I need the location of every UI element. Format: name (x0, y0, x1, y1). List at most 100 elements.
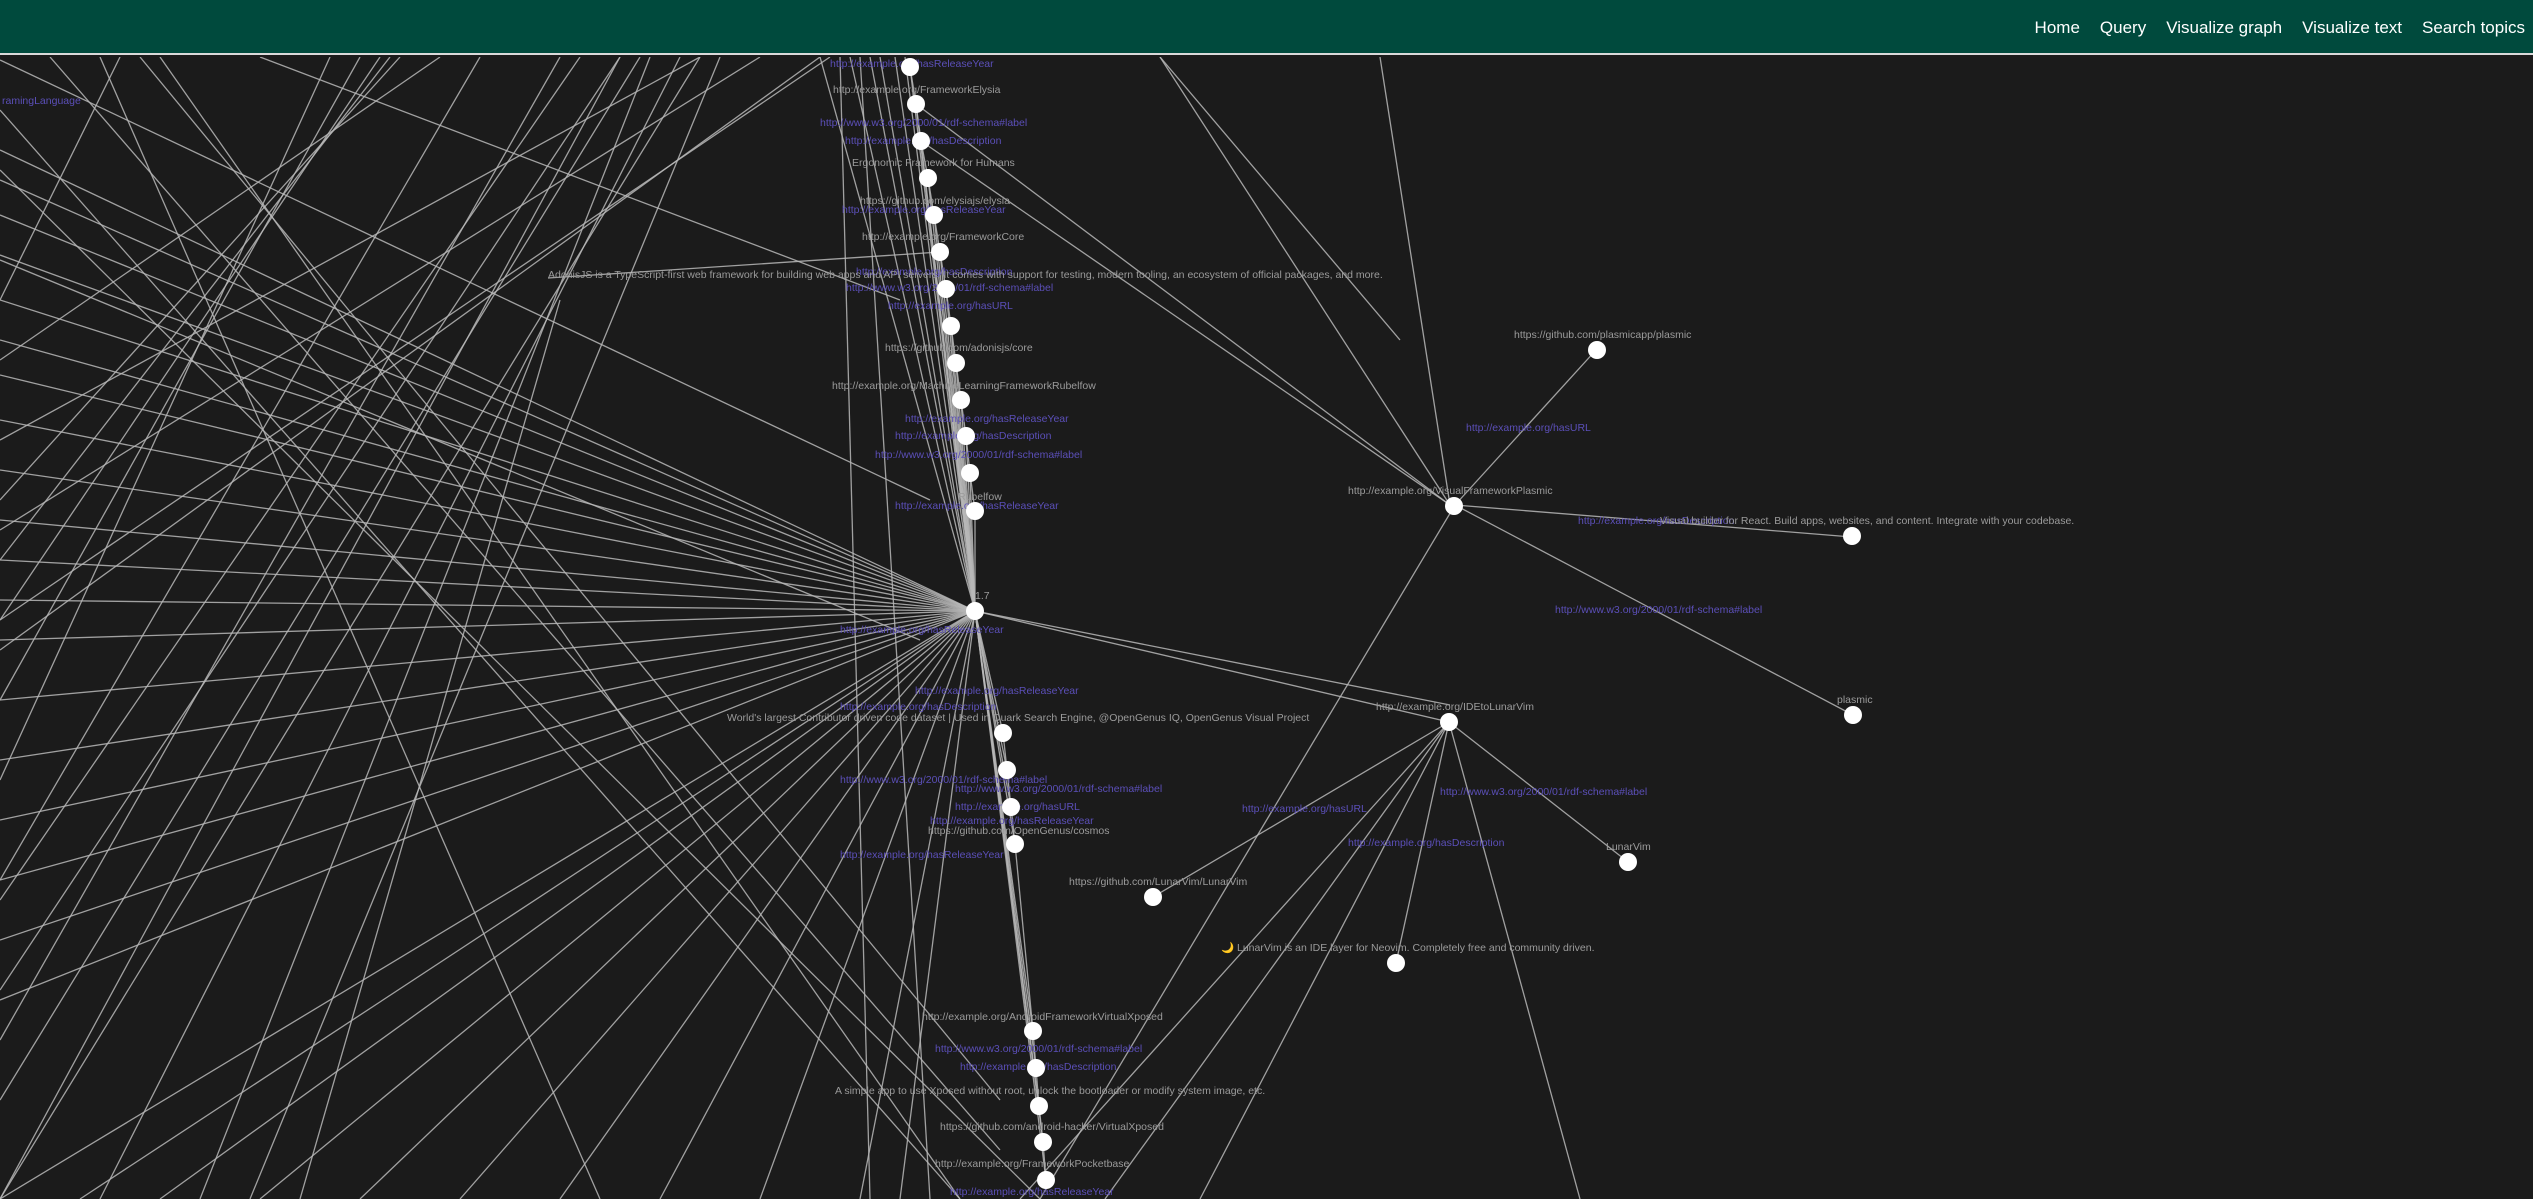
graph-edge (1159, 57, 1401, 341)
graph-node[interactable] (966, 602, 984, 620)
graph-node[interactable] (919, 169, 937, 187)
graph-edge (0, 299, 976, 612)
graph-edge (0, 610, 976, 1199)
graph-node[interactable] (1844, 706, 1862, 724)
node-label: https://github.com/LunarVim/LunarVim (1069, 876, 1247, 888)
edge-label: http://www.w3.org/2000/01/rdf-schema#lab… (1555, 604, 1762, 616)
graph-node[interactable] (952, 391, 970, 409)
graph-node[interactable] (1030, 1097, 1048, 1115)
graph-node[interactable] (1440, 713, 1458, 731)
graph-edge (894, 57, 976, 612)
graph-node[interactable] (1002, 798, 1020, 816)
graph-node[interactable] (1027, 1059, 1045, 1077)
nav-menu: Home Query Visualize graph Visualize tex… (2035, 0, 2533, 55)
graph-edge (859, 57, 931, 1199)
graph-node[interactable] (1034, 1133, 1052, 1151)
graph-edge (0, 259, 921, 641)
graph-node[interactable] (947, 354, 965, 372)
graph-node[interactable] (925, 206, 943, 224)
graph-node[interactable] (998, 761, 1016, 779)
node-label: LunarVim (1606, 841, 1651, 853)
graph-edge (139, 57, 1001, 1101)
graph-edge (49, 57, 1001, 1151)
graph-edge (0, 214, 976, 612)
graph-node[interactable] (1024, 1022, 1042, 1040)
graph-edge (0, 519, 976, 612)
graph-edge (159, 610, 976, 1199)
graph-edge (0, 254, 976, 612)
graph-edge (0, 57, 121, 301)
graph-node[interactable] (937, 280, 955, 298)
graph-edge (0, 57, 391, 561)
graph-edge (0, 610, 976, 1001)
graph-edge (0, 57, 621, 1199)
graph-node[interactable] (912, 132, 930, 150)
graph-node[interactable] (1619, 853, 1637, 871)
graph-edge (0, 610, 976, 941)
graph-node[interactable] (1037, 1171, 1055, 1189)
edge-label: http://example.org/hasURL (1242, 803, 1367, 815)
graph-edge (159, 57, 961, 1199)
graph-edge (0, 610, 976, 641)
node-label: http://example.org/FrameworkCore (862, 231, 1024, 243)
graph-node[interactable] (1445, 497, 1463, 515)
graph-edge (839, 57, 871, 1199)
graph-node[interactable] (961, 464, 979, 482)
graph-node[interactable] (994, 724, 1012, 742)
graph-edge (1448, 721, 1581, 1199)
graph-edge (0, 57, 831, 621)
graph-edge (0, 419, 976, 612)
graph-edges (0, 57, 1854, 1199)
graph-node[interactable] (1144, 888, 1162, 906)
graph-edge (99, 57, 601, 1199)
graph-edge (249, 57, 721, 1199)
nav-search-topics-link[interactable]: Search topics (2422, 17, 2525, 37)
graph-edge (1454, 504, 1853, 538)
graph-node[interactable] (1843, 527, 1861, 545)
graph-edge (299, 299, 561, 1199)
graph-node[interactable] (901, 58, 919, 76)
node-label: ramingLanguage (2, 95, 81, 107)
graph-edge (0, 610, 976, 701)
graph-node[interactable] (1588, 341, 1606, 359)
graph-edge (0, 179, 976, 612)
nav-visualize-graph-link[interactable]: Visualize graph (2166, 17, 2283, 37)
edge-label: http://example.org/hasReleaseYear (905, 413, 1069, 425)
nav-home-link[interactable]: Home (2034, 17, 2080, 37)
graph-nodes (901, 58, 1862, 1189)
nav-visualize-text-link[interactable]: Visualize text (2302, 17, 2402, 37)
graph-edge (0, 610, 976, 881)
edge-label: http://www.w3.org/2000/01/rdf-schema#lab… (935, 1043, 1142, 1055)
edge-label: http://example.org/hasReleaseYear (915, 685, 1079, 697)
graph-node[interactable] (1387, 954, 1405, 972)
node-label: https://github.com/adonisjs/core (885, 342, 1033, 354)
graph-edge (0, 169, 1041, 1199)
graph-node[interactable] (942, 317, 960, 335)
edge-label: http://www.w3.org/2000/01/rdf-schema#lab… (1440, 786, 1647, 798)
graph-edge (1395, 721, 1450, 964)
graph-node[interactable] (1006, 835, 1024, 853)
graph-node[interactable] (957, 427, 975, 445)
graph-node[interactable] (931, 243, 949, 261)
edge-label: http://www.w3.org/2000/01/rdf-schema#lab… (955, 783, 1162, 795)
node-label: https://github.com/android-hacker/Virtua… (940, 1121, 1164, 1133)
graph-edge (0, 57, 561, 1041)
node-label: 1.7 (975, 590, 990, 602)
edge-label: http://example.org/hasReleaseYear (930, 815, 1094, 827)
nav-query-link[interactable]: Query (2099, 17, 2147, 37)
node-label: Visual builder for React. Build apps, we… (1660, 515, 2074, 527)
edge-label: http://example.org/hasURL (888, 300, 1013, 312)
node-label: AdonisJS is a TypeScript-first web frame… (548, 269, 1383, 281)
node-label: Rubelfow (958, 491, 1002, 503)
graph-edge (199, 57, 651, 1199)
knowledge-graph-canvas[interactable]: http://example.org/hasReleaseYear http:/… (0, 57, 2533, 1199)
edge-label: http://www.w3.org/2000/01/rdf-schema#lab… (875, 449, 1082, 461)
graph-node[interactable] (966, 502, 984, 520)
edge-label: http://example.org/hasDescription (1348, 837, 1505, 849)
edge-label: http://example.org/hasDescription (840, 701, 997, 713)
graph-node[interactable] (907, 95, 925, 113)
graph-edge (0, 339, 976, 612)
graph-edge (920, 140, 1451, 506)
graph-edge (1159, 57, 1451, 506)
graph-edge (1014, 843, 1034, 1032)
